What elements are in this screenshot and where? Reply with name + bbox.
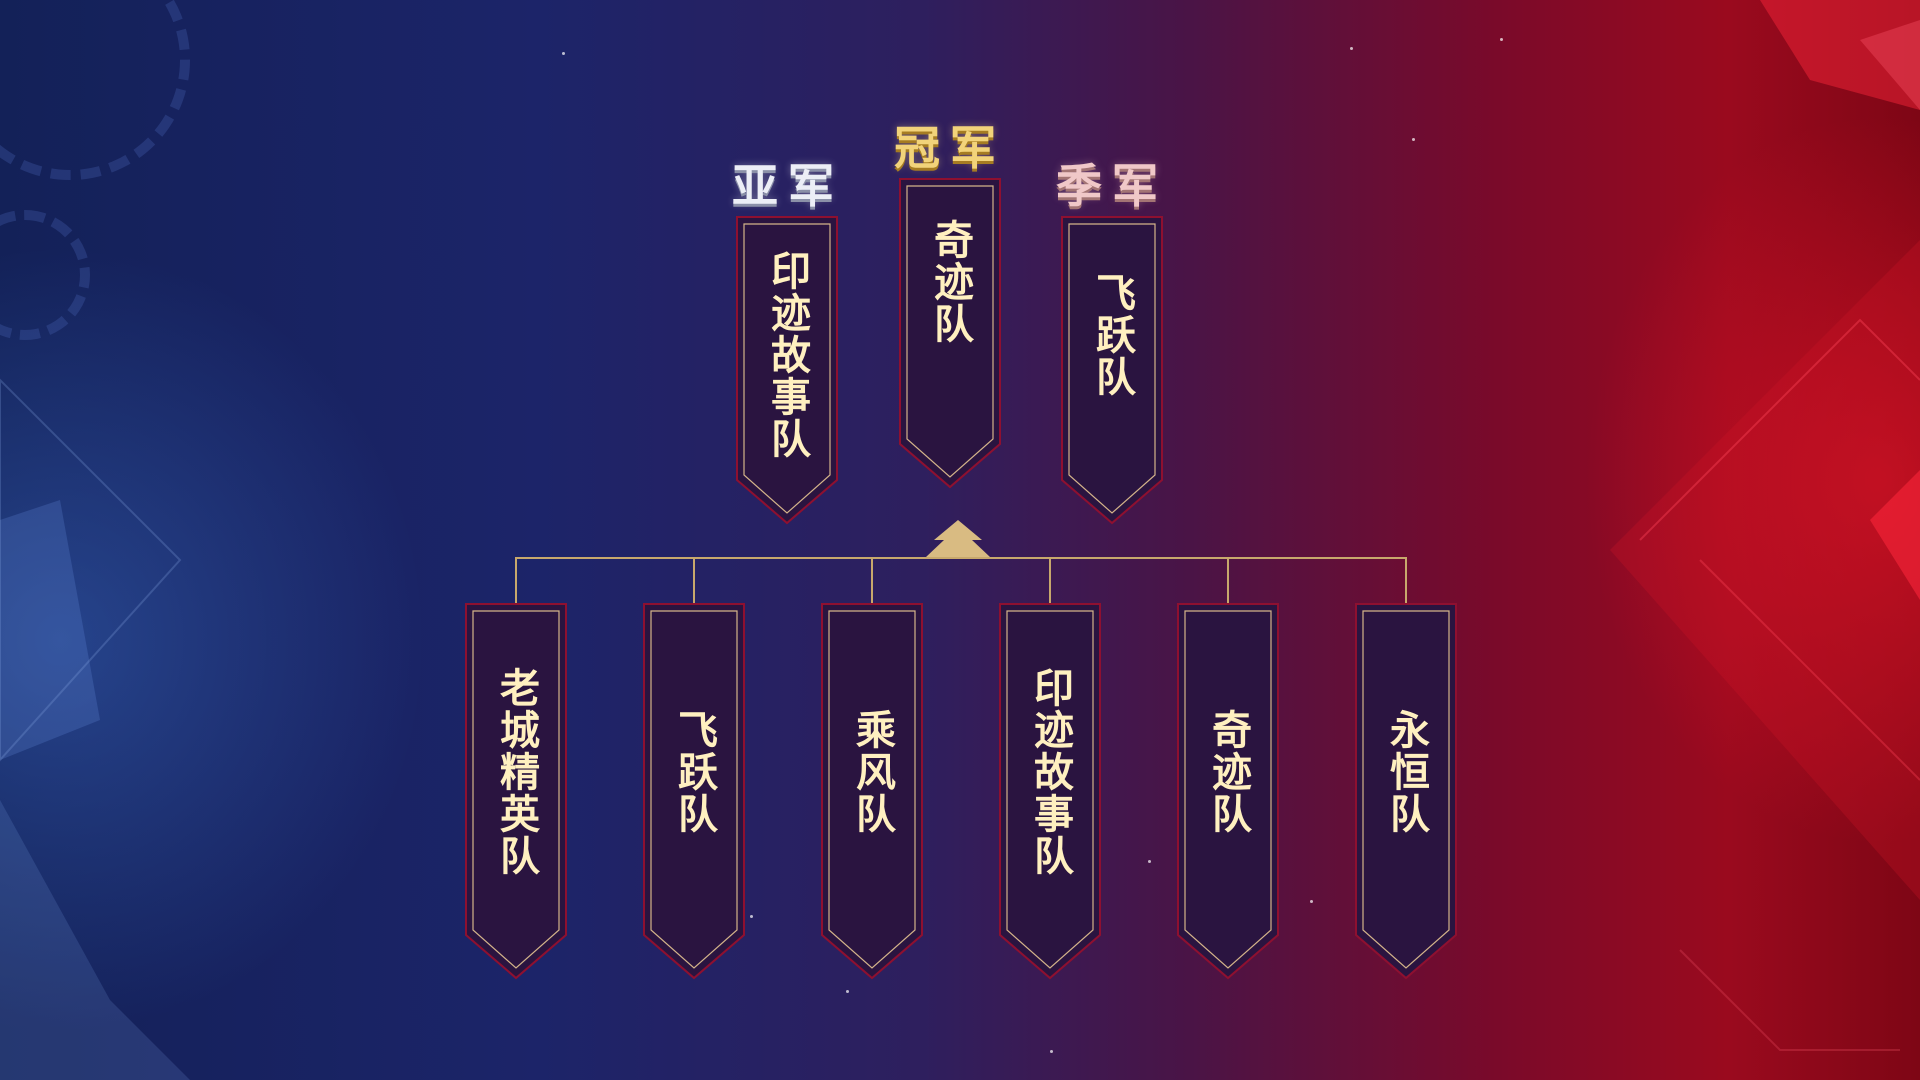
arrow-up-icon [926, 520, 990, 557]
team-banner-3: 乘风队 [820, 602, 924, 980]
second-place-team: 印迹故事队 [764, 250, 810, 460]
third-place-banner: 飞跃队 [1060, 215, 1164, 525]
team-name: 奇迹队 [1205, 709, 1251, 835]
team-banner-4: 印迹故事队 [998, 602, 1102, 980]
team-name: 永恒队 [1383, 709, 1429, 835]
first-place-banner: 奇迹队 [898, 177, 1002, 489]
team-name: 印迹故事队 [1027, 667, 1073, 877]
team-name: 飞跃队 [671, 709, 717, 835]
gear-icon [0, 210, 90, 340]
third-place-team: 飞跃队 [1089, 272, 1135, 398]
second-place-banner: 印迹故事队 [735, 215, 839, 525]
second-place-title: 亚军 [732, 159, 844, 213]
team-banner-1: 老城精英队 [464, 602, 568, 980]
team-banner-5: 奇迹队 [1176, 602, 1280, 980]
gear-icon [0, 0, 190, 180]
team-name: 乘风队 [849, 709, 895, 835]
third-place-title: 季军 [1056, 159, 1168, 213]
first-place-title: 冠军 [894, 121, 1006, 175]
team-banner-2: 飞跃队 [642, 602, 746, 980]
team-name: 老城精英队 [493, 667, 539, 877]
first-place-team: 奇迹队 [927, 219, 973, 345]
team-banner-6: 永恒队 [1354, 602, 1458, 980]
